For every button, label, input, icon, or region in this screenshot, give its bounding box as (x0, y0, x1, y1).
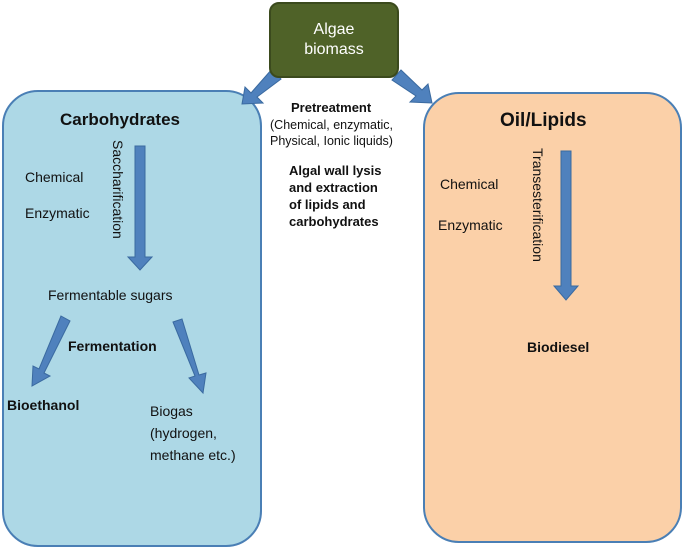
biogas-line-2: (hydrogen, (150, 425, 217, 441)
biogas-line-3: methane etc.) (150, 447, 236, 463)
pretreatment-title: Pretreatment (291, 100, 372, 115)
arrow-saccharification (126, 145, 154, 271)
fermentation-label: Fermentation (68, 338, 157, 354)
biogas-line-1: Biogas (150, 403, 193, 419)
biodiesel-label: Biodiesel (527, 339, 590, 355)
arrow-transesterification (552, 150, 580, 301)
arrow-algae-to-carbohydrates (241, 68, 282, 105)
transesterification-label: Transesterification (530, 148, 546, 262)
oil-enzymatic: Enzymatic (438, 217, 503, 233)
lysis-line-1: Algal wall lysis (289, 163, 382, 178)
pretreatment-detail-1: (Chemical, enzymatic, (270, 118, 393, 132)
arrow-to-bioethanol (31, 315, 71, 387)
algae-label-line1: Algae (313, 21, 355, 38)
lysis-line-3: of lipids and (289, 197, 366, 212)
arrow-to-biogas (172, 318, 207, 395)
carbohydrates-title: Carbohydrates (60, 110, 180, 129)
lysis-line-2: and extraction (289, 180, 378, 195)
oil-lipids-title: Oil/Lipids (500, 110, 587, 131)
oil-chemical: Chemical (440, 176, 499, 192)
pretreatment-detail-2: Physical, Ionic liquids) (270, 134, 393, 148)
lysis-line-4: carbohydrates (289, 214, 379, 229)
oil-lipids-box (423, 92, 682, 543)
bioethanol-label: Bioethanol (7, 397, 80, 413)
fermentable-sugars: Fermentable sugars (48, 287, 173, 303)
saccharification-label: Saccharification (110, 140, 126, 239)
algae-biomass-box: Algae biomass (269, 2, 399, 78)
carb-enzymatic: Enzymatic (25, 205, 90, 221)
carbohydrates-box (2, 90, 262, 547)
arrow-algae-to-oil (391, 69, 433, 104)
algae-label-line2: biomass (304, 41, 364, 58)
carb-chemical: Chemical (25, 169, 84, 185)
